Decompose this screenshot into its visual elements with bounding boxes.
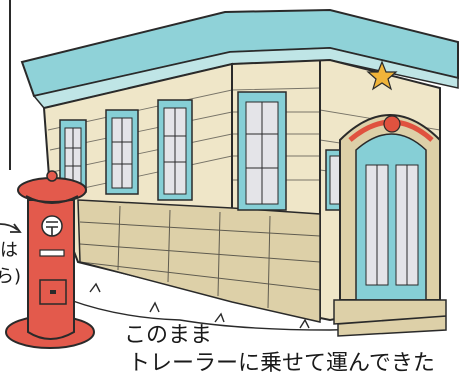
window-row-left bbox=[59, 91, 287, 211]
window-3 bbox=[157, 99, 193, 201]
entrance bbox=[333, 114, 447, 337]
stone-base bbox=[77, 199, 321, 323]
window-4 bbox=[237, 91, 287, 211]
gold-star-emblem-icon bbox=[366, 60, 398, 91]
red-mailbox bbox=[5, 170, 95, 349]
side-note-char-2: ら) bbox=[0, 266, 21, 287]
caption-line-1: このまま bbox=[124, 323, 212, 348]
window-2 bbox=[105, 109, 139, 195]
arrow-icon bbox=[0, 223, 22, 233]
building bbox=[20, 8, 459, 337]
postal-mark-icon bbox=[41, 215, 63, 237]
keystone-ornament bbox=[383, 115, 401, 133]
entrance-steps bbox=[333, 299, 447, 337]
mailbox-door bbox=[39, 279, 67, 305]
side-note-char-1: は bbox=[0, 240, 18, 261]
caption-line-2: トレーラーに乗せて運んできた bbox=[128, 351, 435, 376]
side-note: は ら) bbox=[0, 223, 22, 287]
